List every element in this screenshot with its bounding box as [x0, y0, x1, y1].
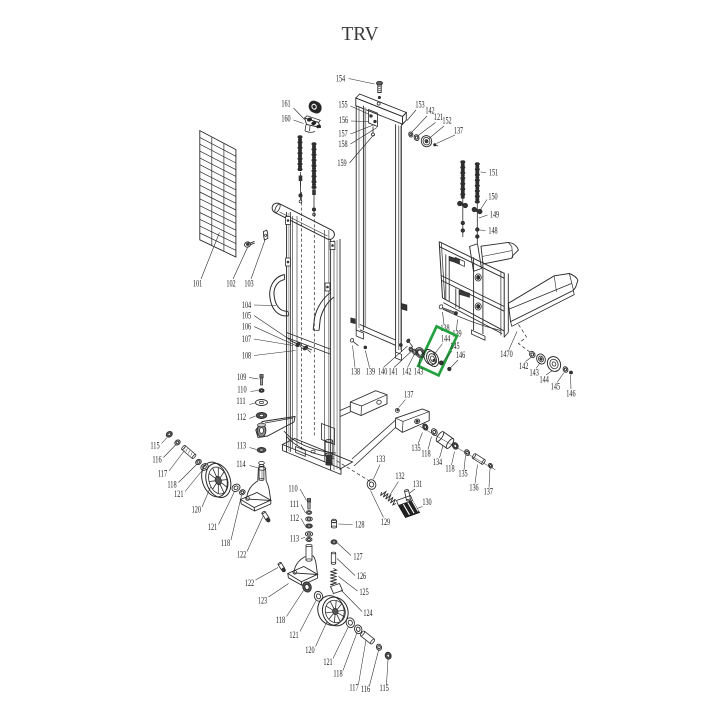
svg-text:117: 117 — [349, 683, 358, 693]
svg-text:149: 149 — [490, 211, 499, 221]
svg-text:122: 122 — [245, 579, 254, 589]
svg-text:137: 137 — [484, 487, 493, 497]
svg-text:112: 112 — [237, 413, 246, 423]
svg-text:154: 154 — [336, 75, 345, 85]
svg-text:159: 159 — [337, 159, 346, 169]
svg-text:155: 155 — [338, 101, 347, 111]
svg-text:146: 146 — [456, 351, 465, 361]
svg-text:115: 115 — [150, 442, 159, 452]
svg-text:131: 131 — [413, 480, 422, 490]
svg-text:152: 152 — [442, 117, 451, 127]
svg-text:141: 141 — [389, 368, 398, 378]
svg-text:148: 148 — [488, 227, 497, 237]
svg-text:127: 127 — [353, 552, 362, 562]
svg-text:105: 105 — [242, 312, 251, 322]
svg-text:110: 110 — [288, 485, 297, 495]
svg-text:118: 118 — [221, 539, 230, 549]
svg-text:102: 102 — [226, 280, 235, 290]
svg-text:145: 145 — [551, 383, 560, 393]
svg-text:126: 126 — [357, 572, 366, 582]
svg-text:120: 120 — [305, 646, 314, 656]
svg-text:109: 109 — [237, 373, 246, 383]
svg-text:160: 160 — [281, 115, 290, 125]
svg-text:118: 118 — [333, 670, 342, 680]
svg-text:142: 142 — [402, 368, 411, 378]
svg-text:1470: 1470 — [500, 350, 513, 360]
svg-text:151: 151 — [489, 169, 498, 179]
svg-text:118: 118 — [276, 616, 285, 626]
svg-text:111: 111 — [290, 500, 299, 510]
svg-text:113: 113 — [237, 441, 246, 451]
svg-text:122: 122 — [237, 551, 246, 561]
svg-text:121: 121 — [323, 658, 332, 668]
svg-text:108: 108 — [242, 352, 251, 362]
svg-text:140: 140 — [378, 368, 387, 378]
svg-text:129: 129 — [381, 518, 390, 528]
svg-text:123: 123 — [258, 596, 267, 606]
svg-text:143: 143 — [530, 369, 539, 379]
svg-text:128: 128 — [355, 521, 364, 531]
svg-text:117: 117 — [158, 469, 167, 479]
svg-text:121: 121 — [208, 523, 217, 533]
svg-text:138: 138 — [351, 368, 360, 378]
svg-text:116: 116 — [152, 456, 161, 466]
svg-text:121: 121 — [289, 631, 298, 641]
svg-text:135: 135 — [458, 470, 467, 480]
svg-text:136: 136 — [469, 484, 478, 494]
svg-text:118: 118 — [445, 465, 454, 475]
svg-text:142: 142 — [425, 107, 434, 117]
svg-text:146: 146 — [566, 389, 575, 399]
svg-text:132: 132 — [395, 472, 404, 482]
svg-text:TRV: TRV — [342, 24, 379, 45]
svg-text:137: 137 — [454, 127, 463, 137]
svg-text:121: 121 — [434, 113, 443, 123]
svg-text:153: 153 — [415, 101, 424, 111]
svg-text:144: 144 — [540, 375, 549, 385]
svg-text:135: 135 — [411, 444, 420, 454]
svg-text:143: 143 — [414, 368, 423, 378]
svg-text:115: 115 — [380, 684, 389, 694]
svg-text:112: 112 — [290, 514, 299, 524]
svg-text:121: 121 — [174, 490, 183, 500]
svg-text:103: 103 — [244, 280, 253, 290]
svg-text:130: 130 — [422, 498, 431, 508]
svg-text:118: 118 — [421, 450, 430, 460]
svg-text:134: 134 — [433, 458, 442, 468]
svg-text:150: 150 — [488, 193, 497, 203]
svg-text:114: 114 — [236, 460, 245, 470]
svg-text:101: 101 — [193, 280, 202, 290]
svg-text:107: 107 — [242, 335, 251, 345]
svg-text:111: 111 — [236, 397, 245, 407]
svg-text:157: 157 — [338, 130, 347, 140]
svg-text:104: 104 — [242, 301, 251, 311]
svg-text:137: 137 — [404, 391, 413, 401]
svg-text:118: 118 — [167, 481, 176, 491]
svg-text:106: 106 — [242, 323, 251, 333]
svg-text:110: 110 — [237, 386, 246, 396]
svg-text:133: 133 — [376, 455, 385, 465]
svg-text:139: 139 — [366, 368, 375, 378]
svg-text:145: 145 — [450, 342, 459, 352]
svg-text:113: 113 — [290, 534, 299, 544]
svg-text:158: 158 — [338, 140, 347, 150]
svg-text:144: 144 — [441, 335, 450, 345]
svg-text:116: 116 — [361, 685, 370, 695]
svg-text:156: 156 — [339, 116, 348, 126]
svg-text:142: 142 — [519, 362, 528, 372]
svg-text:124: 124 — [363, 609, 372, 619]
svg-text:161: 161 — [281, 100, 290, 110]
svg-text:125: 125 — [359, 588, 368, 598]
svg-text:120: 120 — [192, 506, 201, 516]
